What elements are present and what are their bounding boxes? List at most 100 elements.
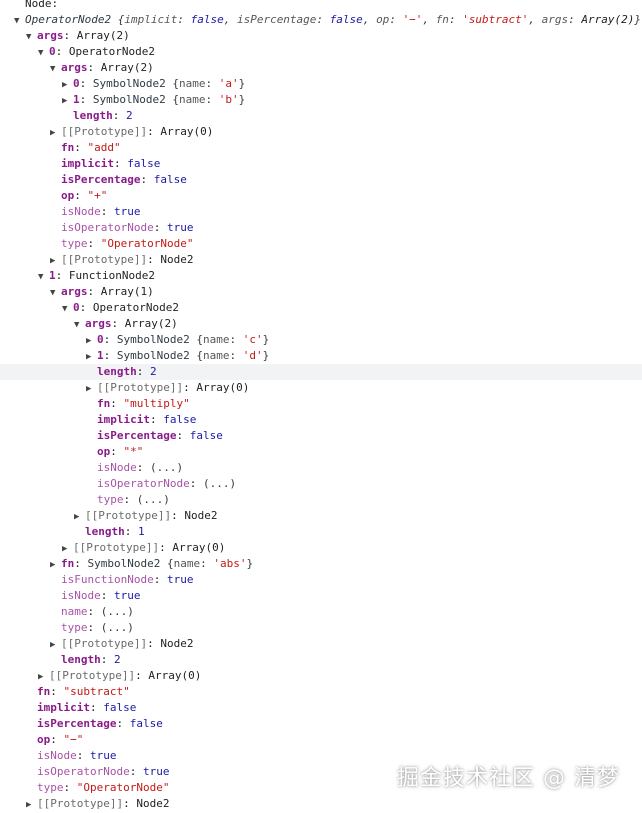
property-value: false <box>163 413 197 426</box>
key-separator: : <box>200 557 214 570</box>
property-value: false <box>127 157 161 170</box>
tree-row[interactable]: ▼OperatorNode2 {implicit: false, isPerce… <box>0 12 642 28</box>
key-separator: : <box>129 765 143 778</box>
tree-row[interactable]: ▶[[Prototype]]: Node2 <box>0 252 642 268</box>
tree-row: implicit: false <box>0 156 642 172</box>
property-key: length <box>97 365 137 378</box>
preview-key: name <box>202 349 230 362</box>
tree-row[interactable]: ▶1: SymbolNode2 {name: 'd'} <box>0 348 642 364</box>
expand-closed-icon[interactable]: ▶ <box>62 544 68 554</box>
key-separator: : <box>113 157 128 170</box>
property-value: "−" <box>63 733 84 746</box>
property-value: SymbolNode2 <box>92 93 166 106</box>
key-separator: : <box>116 717 130 730</box>
key-separator: : <box>153 573 167 586</box>
expand-closed-icon[interactable]: ▶ <box>38 672 44 682</box>
expand-open-icon[interactable]: ▼ <box>26 32 32 42</box>
property-value: "OperatorNode" <box>76 781 170 794</box>
tree-row[interactable]: ▼0: OperatorNode2 <box>0 300 642 316</box>
expand-closed-icon[interactable]: ▶ <box>62 80 68 90</box>
key-separator: : <box>189 477 203 490</box>
brace-open: { <box>165 93 179 106</box>
preview-key: isPercentage <box>236 13 317 26</box>
key-separator: : <box>74 189 88 202</box>
key-separator: : <box>136 365 150 378</box>
key-separator: : <box>149 413 164 426</box>
tree-row[interactable]: ▶1: SymbolNode2 {name: 'b'} <box>0 92 642 108</box>
property-key: args <box>85 317 112 330</box>
expand-closed-icon[interactable]: ▶ <box>50 256 56 266</box>
expand-open-icon[interactable]: ▼ <box>38 48 44 58</box>
expand-open-icon[interactable]: ▼ <box>62 304 68 314</box>
tree-row: isPercentage: false <box>0 716 642 732</box>
property-key: [[Prototype]] <box>37 797 124 810</box>
preview-value: Array(2) <box>581 13 635 26</box>
tree-row[interactable]: ▶[[Prototype]]: Node2 <box>0 796 642 812</box>
expand-closed-icon[interactable]: ▶ <box>74 512 80 522</box>
expand-open-icon[interactable]: ▼ <box>38 272 44 282</box>
tree-row[interactable]: ▼args: Array(2) <box>0 60 642 76</box>
property-value: Array(0) <box>196 381 250 394</box>
property-value: false <box>189 429 223 442</box>
property-key: 0 <box>49 45 56 58</box>
preview-value: false <box>329 13 363 26</box>
expand-closed-icon[interactable]: ▶ <box>62 96 68 106</box>
preview-value: 'b' <box>218 93 239 106</box>
property-key: op <box>61 189 75 202</box>
property-value: Array(2) <box>124 317 178 330</box>
tree-row[interactable]: ▶[[Prototype]]: Array(0) <box>0 124 642 140</box>
expand-open-icon[interactable]: ▼ <box>50 288 56 298</box>
tree-row[interactable]: ▼1: FunctionNode2 <box>0 268 642 284</box>
object-preview: {name: 'c'} <box>190 333 270 346</box>
preview-value: 'subtract' <box>462 13 529 26</box>
property-key: Node: <box>25 0 59 10</box>
property-value: SymbolNode2 <box>87 557 161 570</box>
preview-value: 'abs' <box>213 557 247 570</box>
tree-row: length: 2 <box>0 364 642 380</box>
tree-row[interactable]: ▼0: OperatorNode2 <box>0 44 642 60</box>
expand-closed-icon[interactable]: ▶ <box>26 800 32 810</box>
key-separator: : <box>87 237 101 250</box>
property-key: 0 <box>97 333 104 346</box>
expand-closed-icon[interactable]: ▶ <box>86 384 92 394</box>
property-key: fn <box>61 141 75 154</box>
tree-row[interactable]: ▶[[Prototype]]: Node2 <box>0 636 642 652</box>
tree-row[interactable]: ▼args: Array(2) <box>0 28 642 44</box>
key-separator: : <box>87 285 101 298</box>
tree-row[interactable]: ▼args: Array(1) <box>0 284 642 300</box>
tree-row[interactable]: ▶0: SymbolNode2 {name: 'c'} <box>0 332 642 348</box>
expand-closed-icon[interactable]: ▶ <box>50 128 56 138</box>
brace-close: } <box>634 13 642 26</box>
comma: , <box>422 13 436 26</box>
key-separator: : <box>568 13 582 26</box>
expand-closed-icon[interactable]: ▶ <box>86 352 92 362</box>
key-separator: : <box>79 301 93 314</box>
property-key: type <box>61 621 88 634</box>
expand-open-icon[interactable]: ▼ <box>50 64 56 74</box>
property-value: OperatorNode2 <box>25 13 112 26</box>
key-separator: : <box>87 61 101 74</box>
property-key: 1 <box>73 93 80 106</box>
preview-key: name <box>173 557 201 570</box>
expand-closed-icon[interactable]: ▶ <box>86 336 92 346</box>
tree-row[interactable]: ▶[[Prototype]]: Array(0) <box>0 380 642 396</box>
expand-closed-icon[interactable]: ▶ <box>50 560 56 570</box>
key-separator: : <box>79 93 93 106</box>
expand-closed-icon[interactable]: ▶ <box>50 640 56 650</box>
brace-open: { <box>189 349 203 362</box>
tree-row[interactable]: ▶[[Prototype]]: Node2 <box>0 508 642 524</box>
brace-close: } <box>262 333 270 346</box>
tree-row[interactable]: ▶[[Prototype]]: Array(0) <box>0 668 642 684</box>
expand-open-icon[interactable]: ▼ <box>14 16 20 26</box>
expand-open-icon[interactable]: ▼ <box>74 320 80 330</box>
property-key: fn <box>97 397 111 410</box>
tree-row[interactable]: ▼args: Array(2) <box>0 316 642 332</box>
property-value: OperatorNode2 <box>92 301 179 314</box>
property-key: args <box>61 61 88 74</box>
property-key: name <box>61 605 88 618</box>
tree-row[interactable]: ▶0: SymbolNode2 {name: 'a'} <box>0 76 642 92</box>
tree-row[interactable]: ▶[[Prototype]]: Array(0) <box>0 540 642 556</box>
property-key: isOperatorNode <box>37 765 130 778</box>
tree-row[interactable]: ▶fn: SymbolNode2 {name: 'abs'} <box>0 556 642 572</box>
property-value: Array(0) <box>160 125 214 138</box>
